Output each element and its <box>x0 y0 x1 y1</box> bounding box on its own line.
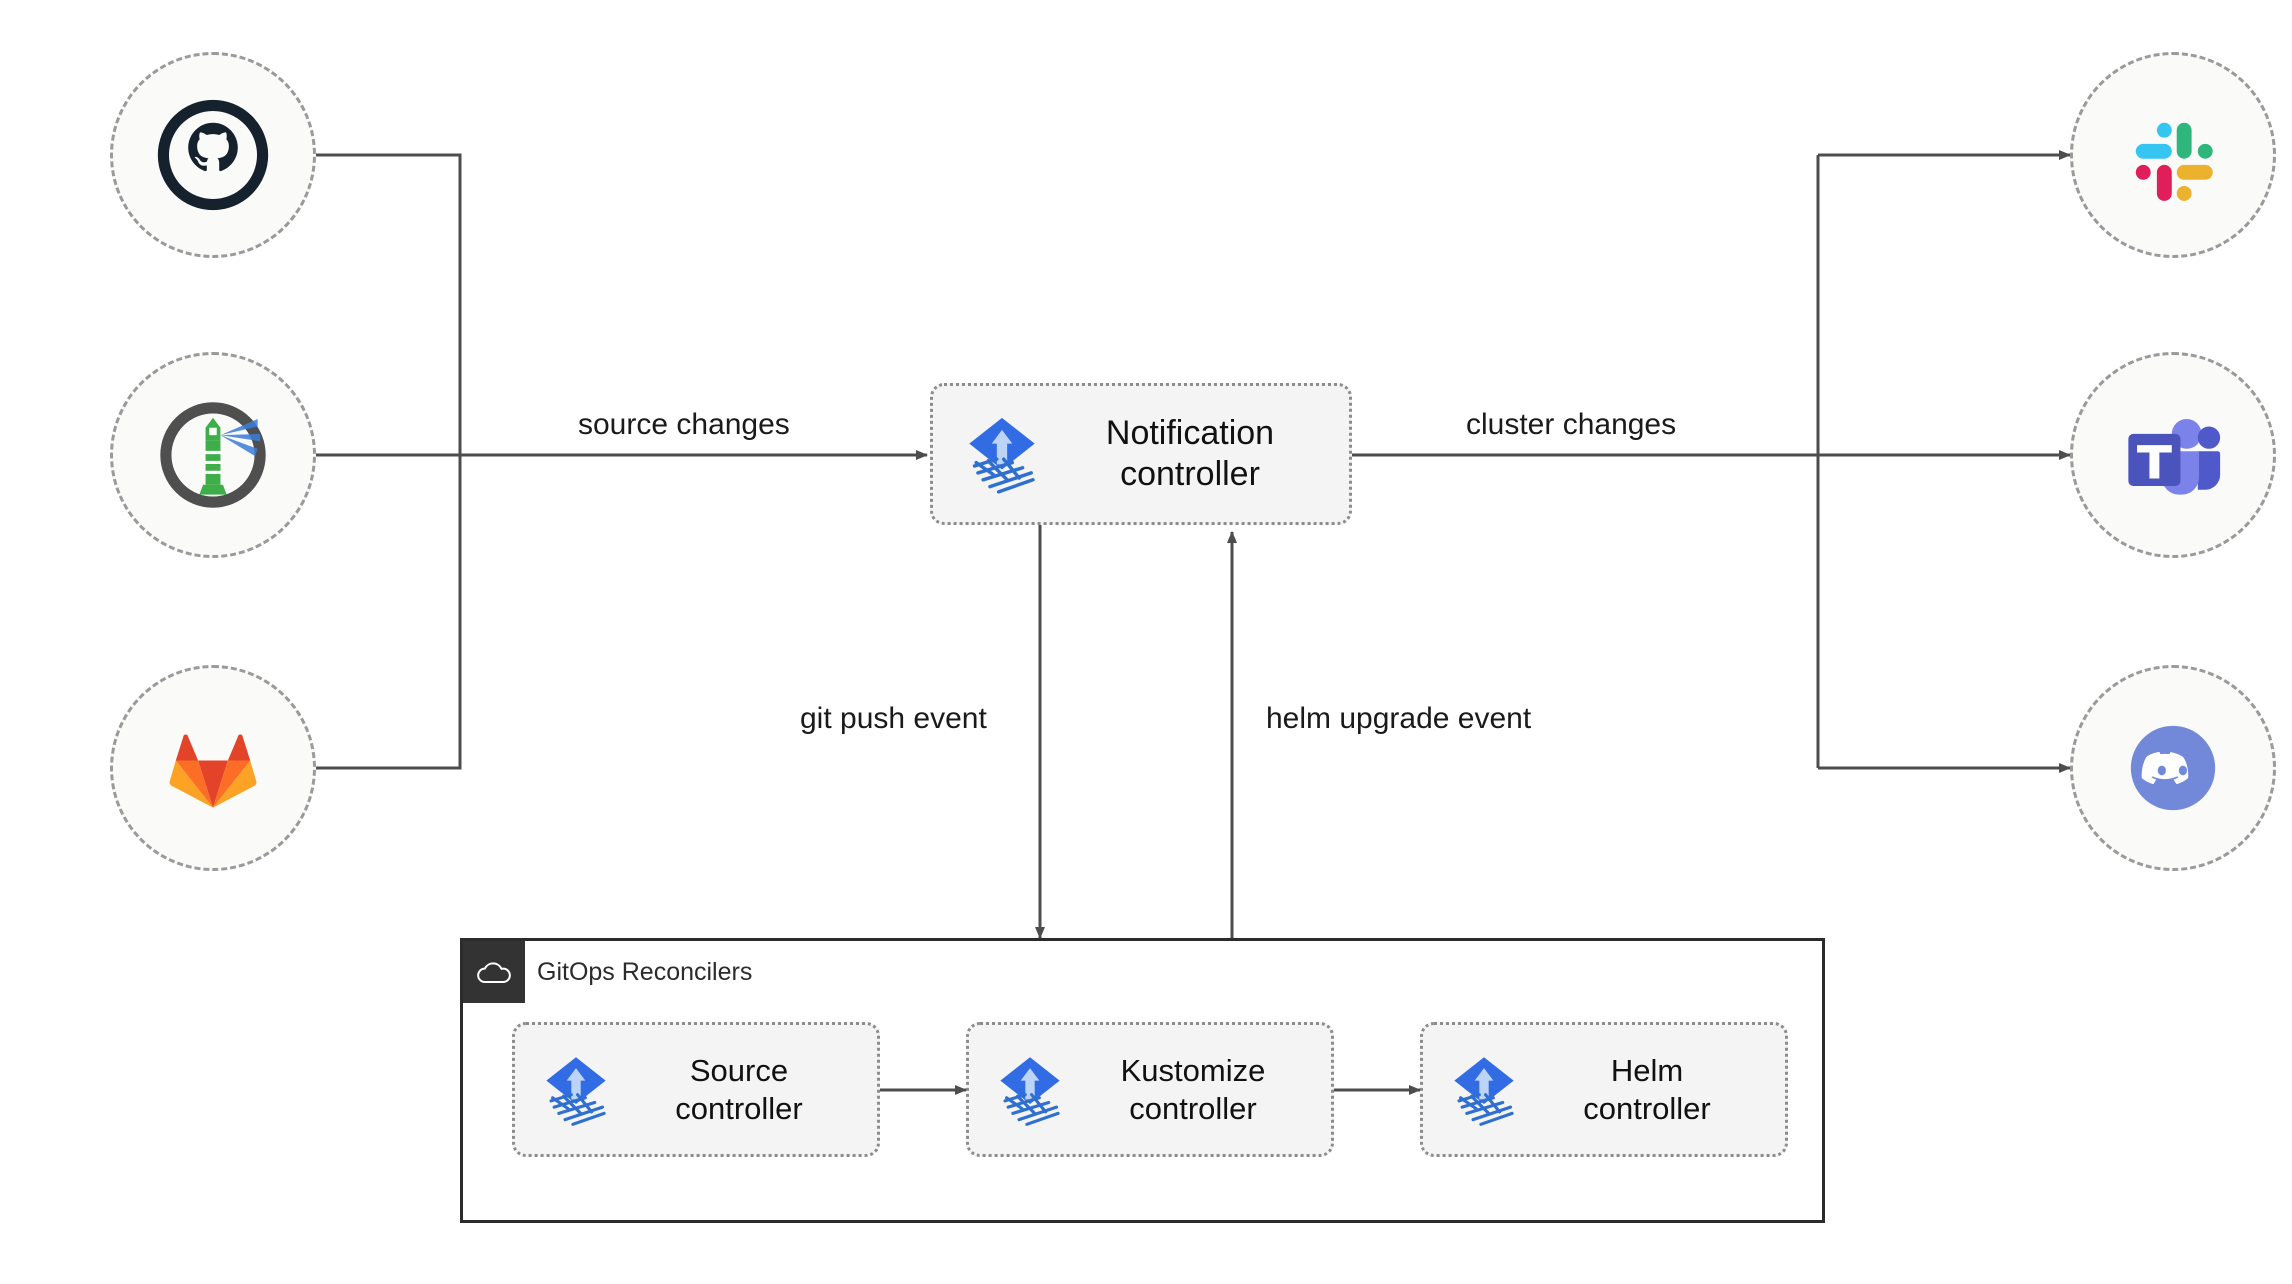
helm-controller-label: Helm controller <box>1583 1052 1711 1126</box>
edge-label-helm-upgrade-event: helm upgrade event <box>1266 702 1532 735</box>
helm-controller-node[interactable]: Helm controller <box>1420 1022 1788 1157</box>
gitlab-icon <box>169 734 257 808</box>
kustomize-controller-node[interactable]: Kustomize controller <box>966 1022 1334 1157</box>
discord-icon <box>2130 725 2216 811</box>
source-endpoint-gitlab[interactable] <box>110 665 316 871</box>
destination-endpoint-teams[interactable] <box>2070 352 2276 558</box>
flux-icon <box>1454 1056 1514 1126</box>
edge-label-git-push-event: git push event <box>800 702 987 735</box>
flux-icon <box>969 417 1035 494</box>
kustomize-controller-label: Kustomize controller <box>1120 1052 1266 1126</box>
cloud-icon <box>477 962 511 983</box>
group-title: GitOps Reconcilers <box>537 957 753 986</box>
source-controller-label: Source controller <box>675 1052 803 1126</box>
notification-controller-node[interactable]: Notification controller <box>930 383 1352 525</box>
group-icon-tab <box>463 941 525 1003</box>
flagger-lighthouse-icon <box>160 402 266 508</box>
flux-icon <box>546 1056 606 1126</box>
flux-icon <box>1000 1056 1060 1126</box>
source-endpoint-flagger[interactable] <box>110 352 316 558</box>
slack-icon <box>2135 122 2213 201</box>
msteams-icon <box>2128 419 2221 495</box>
source-endpoint-github[interactable] <box>110 52 316 258</box>
github-icon <box>157 99 269 211</box>
notification-controller-label: Notification controller <box>1105 413 1275 493</box>
edge-label-cluster-changes: cluster changes <box>1466 408 1677 441</box>
source-controller-node[interactable]: Source controller <box>512 1022 880 1157</box>
edge-label-source-changes: source changes <box>578 408 790 441</box>
destination-endpoint-slack[interactable] <box>2070 52 2276 258</box>
destination-endpoint-discord[interactable] <box>2070 665 2276 871</box>
